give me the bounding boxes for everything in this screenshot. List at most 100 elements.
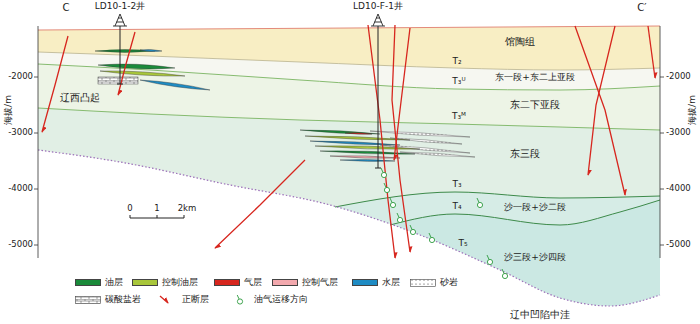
carbonate-swatch <box>76 297 101 304</box>
legend-item: 控制油层 <box>132 278 198 288</box>
scale-number: 1 <box>154 204 159 214</box>
structure-name: 辽西凸起 <box>60 92 100 104</box>
depth-tick: -2000 <box>666 72 691 82</box>
legend-symbol <box>152 295 178 305</box>
depth-tick: -5000 <box>8 240 33 250</box>
horizon-name: T₅ <box>458 238 467 248</box>
depth-axis <box>660 26 661 258</box>
carbonate-body <box>98 77 138 84</box>
normal-fault <box>368 25 395 258</box>
legend-item: 油气运移方向 <box>224 295 308 305</box>
legend-symbol <box>224 295 250 305</box>
reservoir-lens <box>315 146 420 150</box>
axis-tick <box>34 245 38 246</box>
migration-symbol <box>390 202 395 207</box>
migration-symbol <box>477 202 482 207</box>
normal-fault <box>215 160 305 248</box>
legend-text: 碳酸盐岩 <box>105 295 141 305</box>
horizon-name: T₃ᵁ <box>452 76 465 86</box>
horizon-line <box>390 200 660 225</box>
legend-item: 油层 <box>75 278 123 288</box>
depth-tick: -2000 <box>8 72 33 82</box>
legend-symbol <box>75 295 101 305</box>
structure-name: 辽中凹陷中洼 <box>510 309 570 321</box>
horizon-name: T₃ <box>452 179 461 189</box>
migration-tail <box>381 168 383 172</box>
axis-tick <box>660 77 664 78</box>
legend-text: 油气运移方向 <box>254 295 308 305</box>
formation-name: 沙一段+沙二段 <box>504 202 566 212</box>
depth-tick: -4000 <box>8 184 33 194</box>
migration-tail <box>384 183 386 187</box>
legend-swatch <box>272 279 298 286</box>
horizon-line <box>38 64 660 90</box>
legend-text: 控制油层 <box>162 278 198 288</box>
legend-text: 水层 <box>382 278 400 288</box>
legend-item: 砂岩 <box>410 278 458 288</box>
legend-item: 气层 <box>214 278 262 288</box>
horizon-line <box>38 52 660 70</box>
dong3-band <box>38 108 660 324</box>
horizon-name: T₂ <box>452 56 461 66</box>
migration-tail <box>429 233 431 237</box>
well-bottom <box>375 168 381 169</box>
reservoir-lens <box>140 80 210 90</box>
well-track <box>120 26 121 84</box>
migration-tail <box>410 225 412 229</box>
axis-tick <box>34 189 38 190</box>
horizon-name: T₃ᴹ <box>452 111 466 121</box>
migration-symbol <box>410 229 415 234</box>
migration-tail <box>390 198 392 202</box>
legend-item: 水层 <box>352 278 400 288</box>
axis-title: 海拔/m <box>687 95 697 125</box>
derrick <box>113 14 127 26</box>
reservoir-lens <box>340 160 395 162</box>
reservoir-lens <box>370 131 470 137</box>
dong1-band <box>38 52 660 324</box>
well-track <box>378 26 379 168</box>
reservoir-lens <box>330 156 400 159</box>
migration-symbol <box>397 217 402 222</box>
migration-symbol <box>487 259 492 264</box>
normal-fault <box>118 32 135 95</box>
depth-axis <box>38 26 39 258</box>
reservoir-lens <box>310 141 400 145</box>
unconformity-line <box>38 150 660 306</box>
migration-tail <box>477 198 479 202</box>
depth-tick: -5000 <box>666 240 691 250</box>
scale-tick <box>130 215 131 218</box>
normal-fault <box>648 26 655 78</box>
depth-tick: -4000 <box>666 184 691 194</box>
horizon-name: T₄ <box>452 201 461 211</box>
axis-tick <box>34 133 38 134</box>
legend-text: 气层 <box>244 278 262 288</box>
reservoir-lens <box>400 152 475 157</box>
migration-tail <box>237 295 239 299</box>
reservoir-lens <box>300 130 380 134</box>
dong2-lower-band <box>38 64 660 324</box>
axis-tick <box>660 133 664 134</box>
normal-fault <box>588 26 615 175</box>
depth-tick: -3000 <box>8 128 33 138</box>
formation-name: 东三段 <box>510 148 540 160</box>
basement <box>38 150 660 324</box>
formation-name: 馆陶组 <box>505 36 535 48</box>
migration-tail <box>487 255 489 259</box>
normal-fault <box>42 36 68 132</box>
sand-swatch <box>411 280 436 287</box>
scale-tick <box>184 215 185 218</box>
well <box>113 14 127 84</box>
horizon-line <box>335 192 660 207</box>
formation-name: 沙三段+沙四段 <box>504 252 566 262</box>
formation-name: 东二下亚段 <box>510 100 560 111</box>
well-name: LD10-1-2井 <box>95 1 145 11</box>
normal-fault <box>575 26 625 195</box>
legend-symbol <box>410 278 436 288</box>
legend-text: 砂岩 <box>440 278 458 288</box>
axis-tick <box>660 189 664 190</box>
depth-tick: -3000 <box>666 128 691 138</box>
sea-floor-line <box>38 26 660 30</box>
legend-item: 控制气层 <box>272 278 338 288</box>
